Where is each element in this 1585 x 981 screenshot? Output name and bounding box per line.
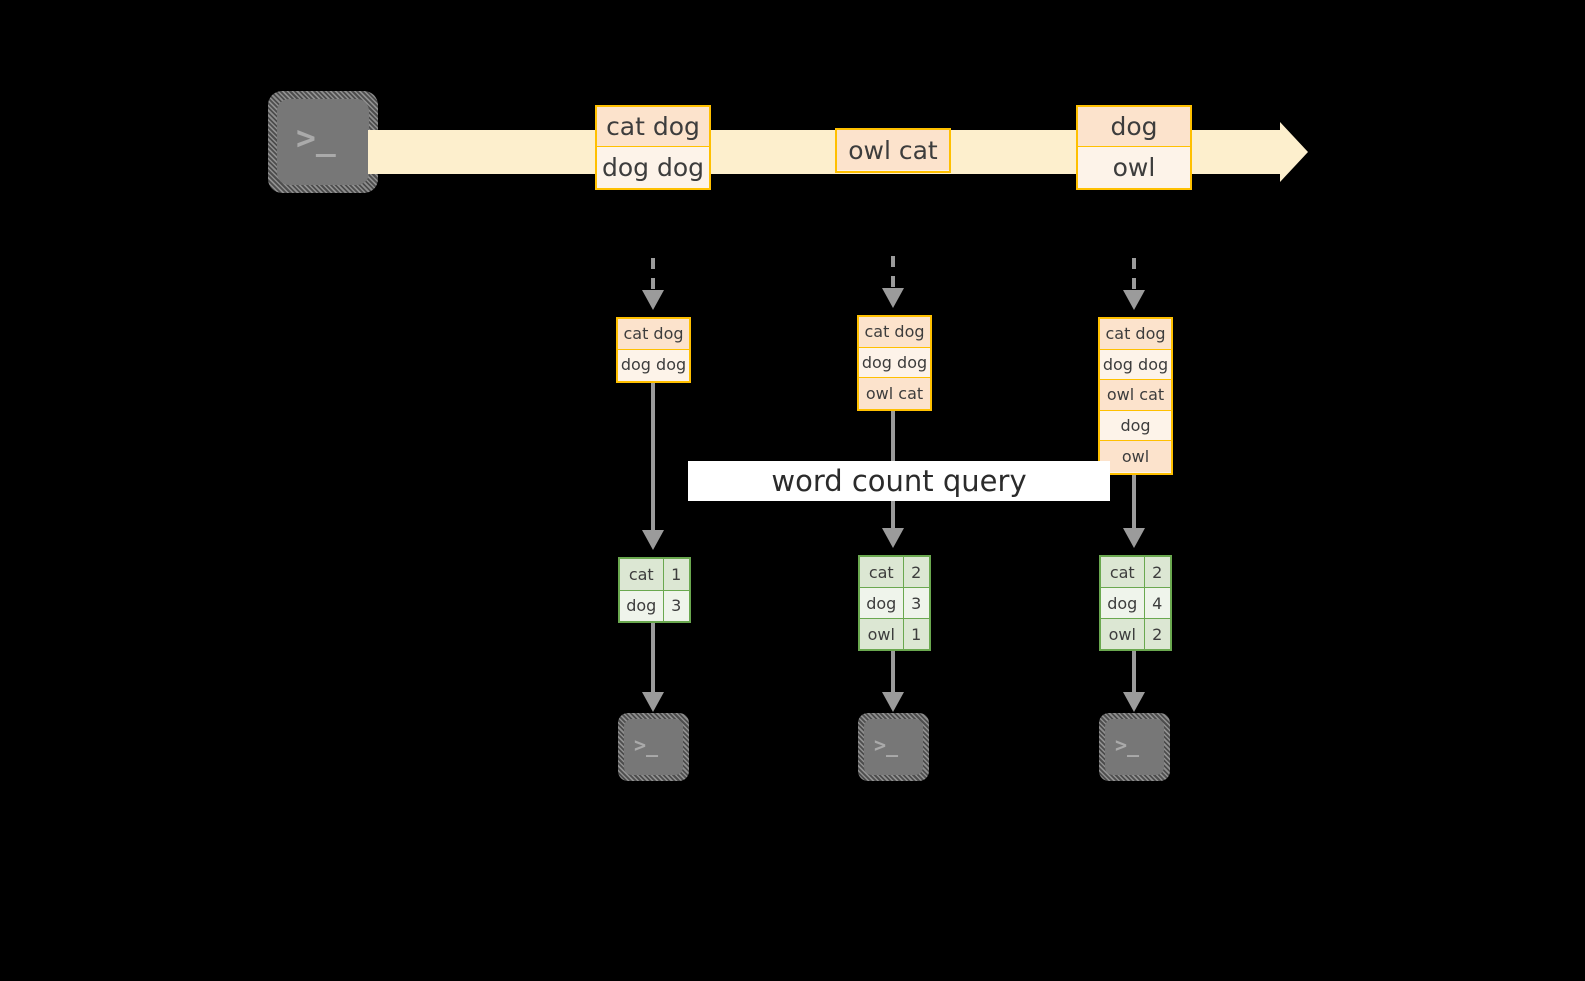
- snapshot-1-accumulated-records[interactable]: cat dog dog dog: [616, 317, 691, 383]
- accumulated-record-row: owl cat: [1100, 380, 1171, 411]
- stream-message-2[interactable]: owl cat: [835, 128, 951, 173]
- count-word: cat: [860, 557, 904, 587]
- snapshot-1-query-line: [651, 383, 655, 533]
- accumulated-record-row: owl cat: [859, 378, 930, 409]
- snapshot-3-trigger-arrowhead: [1123, 290, 1145, 310]
- count-row: dog 4: [1101, 588, 1170, 619]
- accumulated-record-row: dog dog: [618, 349, 689, 380]
- count-value: 2: [1144, 619, 1170, 649]
- terminal-prompt-glyph: >_: [634, 733, 659, 757]
- count-value: 3: [903, 588, 929, 618]
- count-row: owl 2: [1101, 619, 1170, 649]
- snapshot-2-trigger-arrowhead: [882, 288, 904, 308]
- accumulated-record-row: dog: [1100, 410, 1171, 441]
- snapshot-3-output-line: [1132, 651, 1136, 695]
- snapshot-2-accumulated-records[interactable]: cat dog dog dog owl cat: [857, 315, 932, 411]
- snapshot-2-count-table[interactable]: cat 2 dog 3 owl 1: [858, 555, 931, 651]
- count-row: cat 2: [860, 557, 929, 588]
- terminal-face: [1105, 719, 1164, 775]
- count-word: dog: [620, 590, 664, 621]
- accumulated-record-row: cat dog: [618, 319, 689, 350]
- count-row: dog 3: [860, 588, 929, 619]
- snapshot-1-output-line: [651, 623, 655, 695]
- stream-message-line: dog: [1078, 107, 1190, 147]
- count-value: 4: [1144, 588, 1170, 618]
- snapshot-2-output-arrowhead: [882, 692, 904, 712]
- count-row: cat 2: [1101, 557, 1170, 588]
- terminal-prompt-glyph: >_: [1115, 733, 1140, 757]
- snapshot-1-count-table[interactable]: cat 1 dog 3: [618, 557, 691, 623]
- count-value: 1: [663, 559, 689, 590]
- snapshot-2-sink-terminal-icon: >_: [858, 713, 929, 781]
- count-word: owl: [860, 619, 904, 649]
- count-word: dog: [1101, 588, 1145, 618]
- stream-message-3[interactable]: dog owl: [1076, 105, 1192, 190]
- snapshot-1-output-arrowhead: [642, 692, 664, 712]
- stream-message-line: owl cat: [837, 130, 949, 170]
- snapshot-3-trigger-line: [1132, 258, 1136, 293]
- count-word: dog: [860, 588, 904, 618]
- count-value: 2: [903, 557, 929, 587]
- count-value: 1: [903, 619, 929, 649]
- terminal-prompt-glyph: >_: [296, 118, 336, 157]
- accumulated-record-row: owl: [1100, 441, 1171, 472]
- count-word: cat: [620, 559, 664, 590]
- accumulated-record-row: dog dog: [859, 347, 930, 378]
- snapshot-1-query-arrowhead: [642, 530, 664, 550]
- source-terminal-icon: >_: [268, 91, 378, 193]
- stream-message-line: owl: [1078, 147, 1190, 187]
- stream-message-1[interactable]: cat dog dog dog: [595, 105, 711, 190]
- count-row: dog 3: [620, 590, 689, 621]
- count-value: 2: [1144, 557, 1170, 587]
- terminal-face: [864, 719, 923, 775]
- snapshot-3-output-arrowhead: [1123, 692, 1145, 712]
- terminal-prompt-glyph: >_: [874, 733, 899, 757]
- stream-message-line: dog dog: [597, 147, 709, 187]
- snapshot-3-query-arrowhead: [1123, 528, 1145, 548]
- count-word: cat: [1101, 557, 1145, 587]
- accumulated-record-row: cat dog: [859, 317, 930, 348]
- count-row: cat 1: [620, 559, 689, 591]
- snapshot-3-count-table[interactable]: cat 2 dog 4 owl 2: [1099, 555, 1172, 651]
- count-value: 3: [663, 590, 689, 621]
- terminal-face: [624, 719, 683, 775]
- snapshot-1-sink-terminal-icon: >_: [618, 713, 689, 781]
- snapshot-3-query-line: [1132, 475, 1136, 532]
- snapshot-3-sink-terminal-icon: >_: [1099, 713, 1170, 781]
- count-row: owl 1: [860, 619, 929, 649]
- snapshot-2-query-arrowhead: [882, 528, 904, 548]
- stream-message-line: cat dog: [597, 107, 709, 147]
- snapshot-3-accumulated-records[interactable]: cat dog dog dog owl cat dog owl: [1098, 317, 1173, 475]
- snapshot-1-trigger-arrowhead: [642, 290, 664, 310]
- count-word: owl: [1101, 619, 1145, 649]
- snapshot-2-trigger-line: [891, 256, 895, 289]
- accumulated-record-row: dog dog: [1100, 349, 1171, 380]
- accumulated-record-row: cat dog: [1100, 319, 1171, 350]
- snapshot-2-output-line: [891, 651, 895, 695]
- snapshot-1-trigger-line: [651, 258, 655, 293]
- terminal-face: [277, 99, 369, 185]
- query-label: word count query: [688, 461, 1110, 501]
- stream-arrow-head: [1280, 122, 1308, 182]
